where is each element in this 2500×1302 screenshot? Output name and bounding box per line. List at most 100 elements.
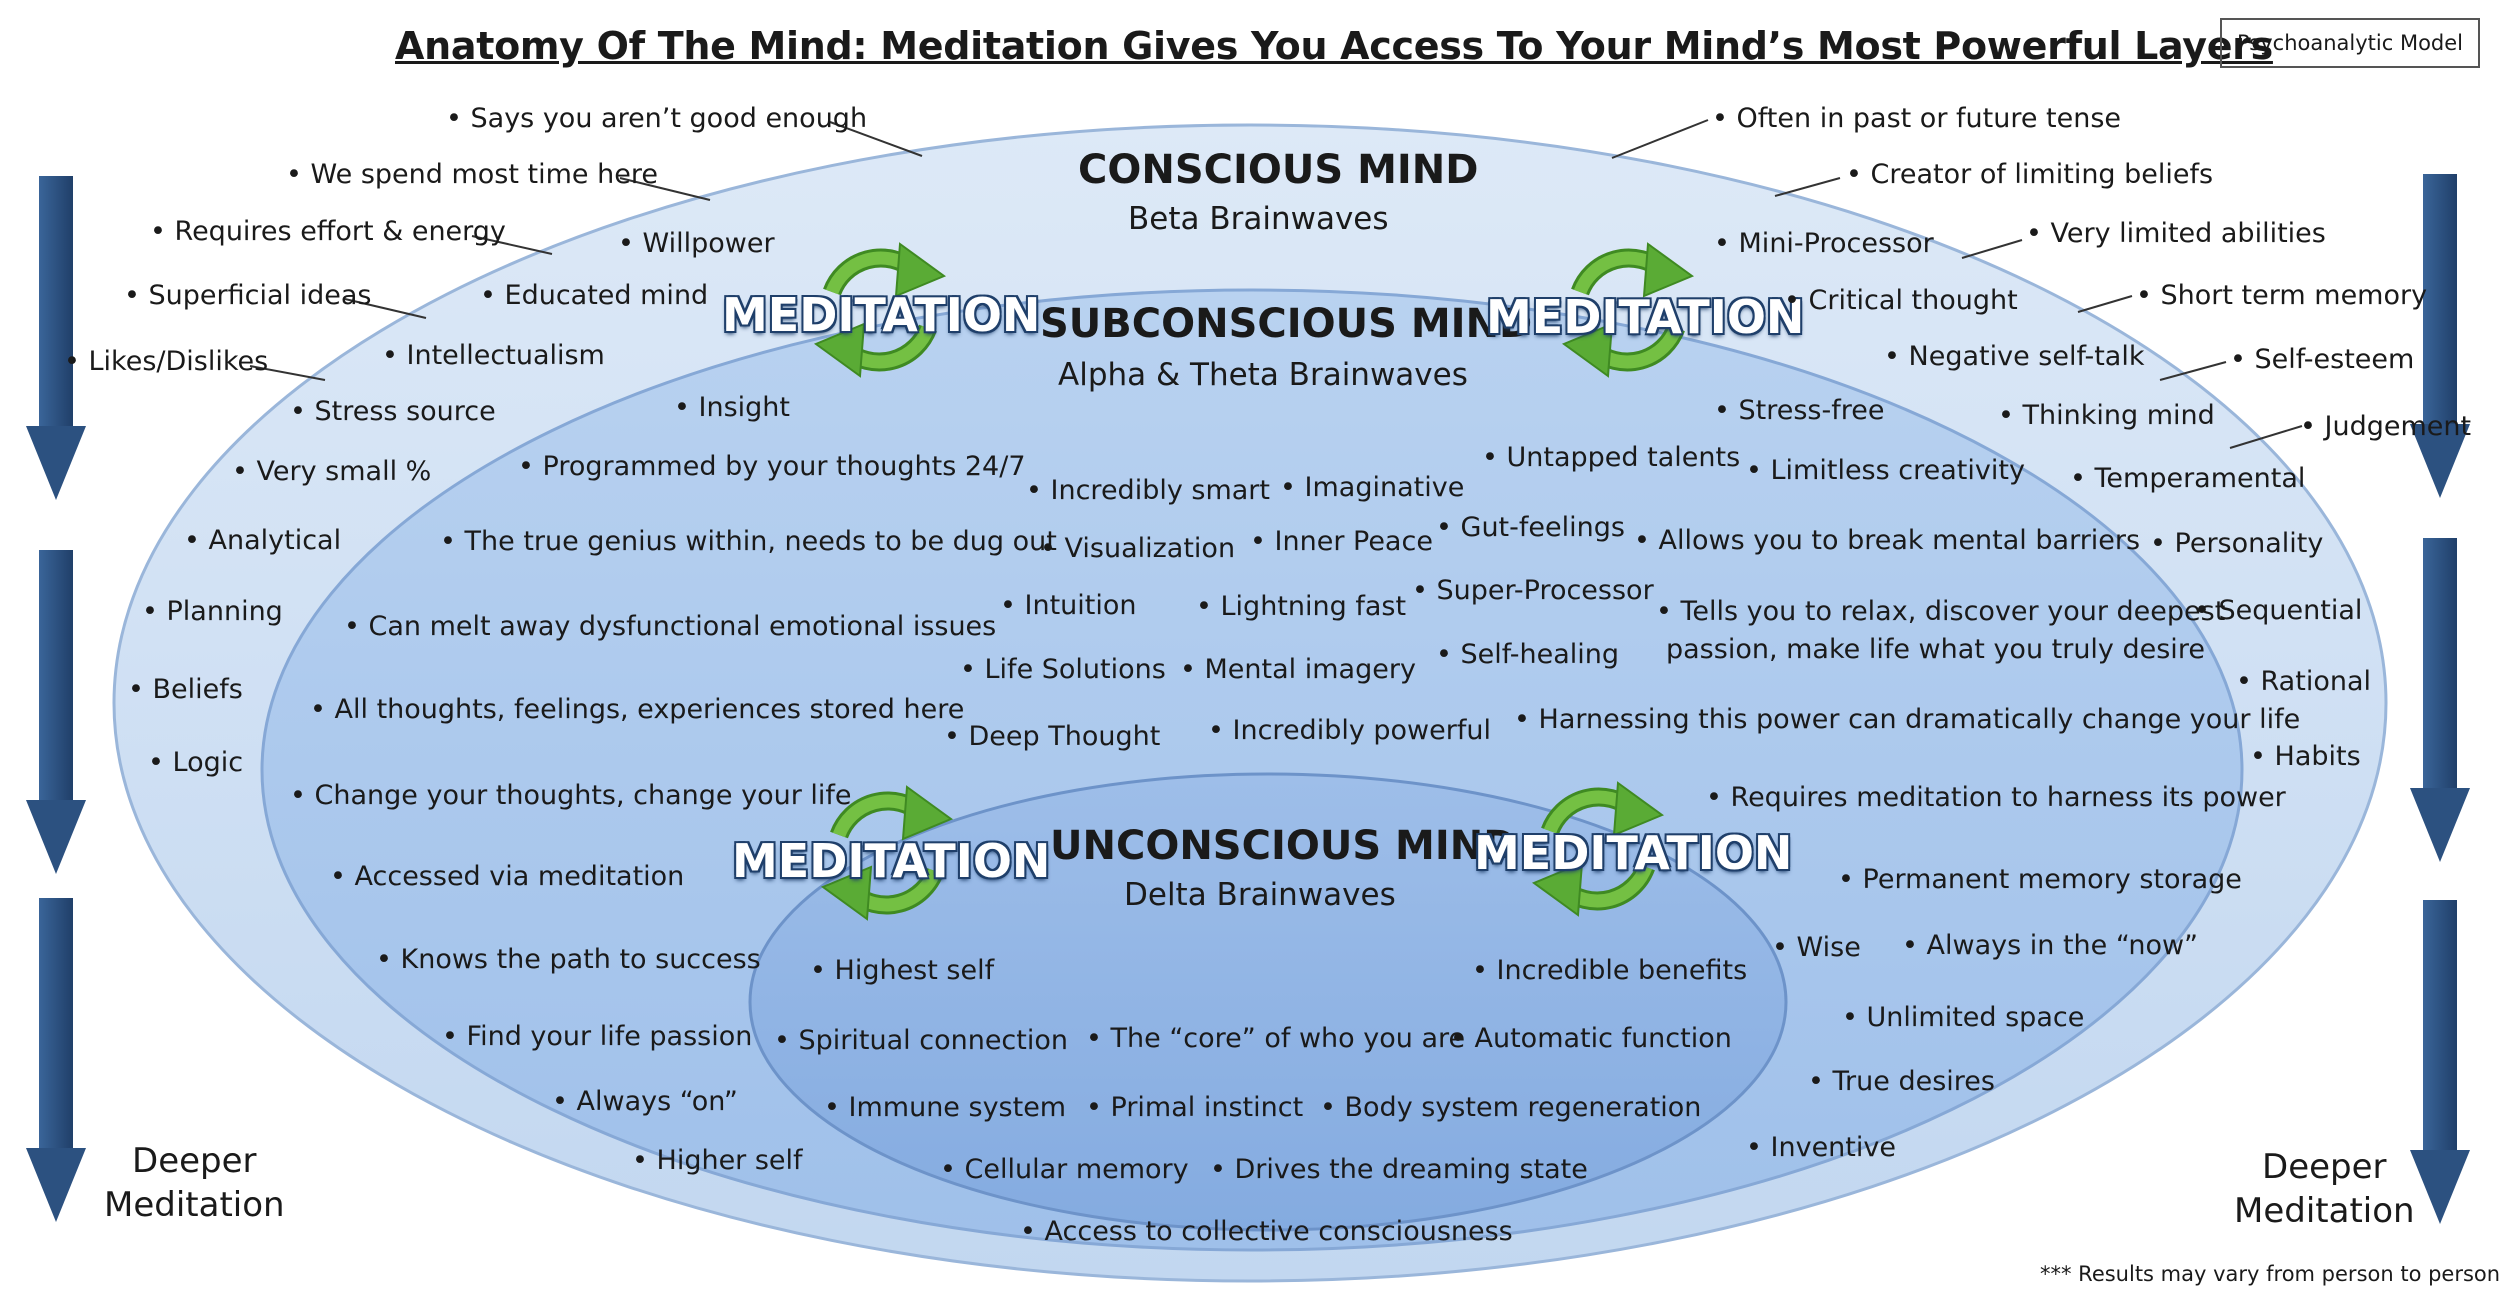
- bullet-item: • Always in the “now”: [1902, 930, 2199, 961]
- leader-line: [2159, 361, 2227, 381]
- meditation-label: MEDITATION: [722, 288, 1041, 342]
- unconscious-subtitle: Delta Brainwaves: [1124, 877, 1396, 913]
- bullet-item: • Superficial ideas: [124, 280, 372, 311]
- bullet-item: • Personality: [2150, 528, 2324, 559]
- bullet-item: • Mini-Processor: [1714, 228, 1934, 259]
- bullet-item: • Allows you to break mental barriers: [1634, 525, 2141, 556]
- unconscious-ellipse: [748, 772, 1788, 1232]
- bullet-item: • Sequential: [2194, 595, 2363, 626]
- leader-line: [619, 177, 711, 201]
- bullet-item: • Often in past or future tense: [1712, 103, 2122, 134]
- bullet-item: • Self-healing: [1436, 639, 1620, 670]
- bullet-item: • Spiritual connection: [774, 1025, 1068, 1056]
- model-label: Psychoanalytic Model: [2220, 18, 2480, 68]
- footnote: *** Results may vary from person to pers…: [2040, 1262, 2500, 1286]
- bullet-item: • The “core” of who you are: [1086, 1023, 1466, 1054]
- bullet-item: • Negative self-talk: [1884, 341, 2145, 372]
- bullet-item: • Beliefs: [128, 674, 243, 705]
- bullet-item: • Tells you to relax, discover your deep…: [1656, 596, 2226, 627]
- bullet-item: • Self-esteem: [2230, 344, 2415, 375]
- page-title: Anatomy Of The Mind: Meditation Gives Yo…: [395, 24, 2273, 68]
- bullet-item: • Find your life passion: [442, 1021, 753, 1052]
- bullet-item: • Inner Peace: [1250, 526, 1433, 557]
- bullet-item: • Rational: [2236, 666, 2371, 697]
- leader-line: [2229, 425, 2303, 449]
- bullet-item: • Super-Processor: [1412, 575, 1654, 606]
- bullet-item: • Intuition: [1000, 590, 1137, 621]
- bullet-item: • Critical thought: [1784, 285, 2018, 316]
- down-arrow: [2410, 174, 2470, 498]
- bullet-item: • Requires effort & energy: [150, 216, 506, 247]
- leader-line: [1961, 239, 2023, 259]
- bullet-item: • Visualization: [1040, 533, 1236, 564]
- bullet-item: • Gut-feelings: [1436, 512, 1625, 543]
- down-arrow: [2410, 900, 2470, 1224]
- bullet-item: • Intellectualism: [382, 340, 605, 371]
- bullet-item: passion, make life what you truly desire: [1666, 634, 2205, 665]
- bullet-item: • Creator of limiting beliefs: [1846, 159, 2214, 190]
- meditation-label: MEDITATION: [1474, 826, 1793, 880]
- bullet-item: • Says you aren’t good enough: [446, 103, 868, 134]
- bullet-item: • We spend most time here: [286, 159, 658, 190]
- bullet-item: • Life Solutions: [960, 654, 1166, 685]
- leader-lines: [249, 119, 2303, 449]
- meditation-line: Meditation: [104, 1184, 285, 1225]
- down-arrows: [26, 174, 2470, 1224]
- leader-line: [2077, 295, 2133, 313]
- bullet-item: • Incredible benefits: [1472, 955, 1748, 986]
- down-arrow: [26, 898, 86, 1222]
- deeper-line: Deeper: [132, 1141, 257, 1181]
- bullet-item: • True desires: [1808, 1066, 1995, 1097]
- bullet-item: • Highest self: [810, 955, 995, 986]
- bullet-item: • Logic: [148, 747, 244, 778]
- bullet-item: • All thoughts, feelings, experiences st…: [310, 694, 965, 725]
- bullet-item: • Incredibly powerful: [1208, 715, 1491, 746]
- leader-line: [249, 365, 326, 381]
- down-arrow: [26, 176, 86, 500]
- bullet-item: • Lightning fast: [1196, 591, 1407, 622]
- meditation-label: MEDITATION: [732, 834, 1051, 888]
- bullet-item: • Programmed by your thoughts 24/7: [518, 451, 1026, 482]
- conscious-subtitle: Beta Brainwaves: [1128, 201, 1389, 237]
- bullet-item: • Untapped talents: [1482, 442, 1741, 473]
- bullet-item: • Insight: [674, 392, 790, 423]
- bullet-item: • Judgement: [2300, 411, 2472, 442]
- bullet-item: • Body system regeneration: [1320, 1092, 1702, 1123]
- bullet-item: • Wise: [1772, 932, 1861, 963]
- bullet-item: • Deep Thought: [944, 721, 1161, 752]
- subconscious-subtitle: Alpha & Theta Brainwaves: [1058, 357, 1468, 393]
- subconscious-heading: SUBCONSCIOUS MIND: [1040, 301, 1533, 347]
- leader-line: [829, 121, 923, 157]
- bullet-item: • Habits: [2250, 741, 2361, 772]
- bullet-item: • Very small %: [232, 456, 432, 487]
- deeper-line: Deeper: [2262, 1147, 2387, 1187]
- bullet-item: • Primal instinct: [1086, 1092, 1304, 1123]
- bullet-item: • Thinking mind: [1998, 400, 2215, 431]
- bullet-item: • Accessed via meditation: [330, 861, 685, 892]
- bullet-item: • Limitless creativity: [1746, 455, 2025, 486]
- bullet-item: • Automatic function: [1450, 1023, 1732, 1054]
- bullet-item: • Unlimited space: [1842, 1002, 2085, 1033]
- bullet-item: • Educated mind: [480, 280, 709, 311]
- bullet-item: • Incredibly smart: [1026, 475, 1270, 506]
- down-arrow: [2410, 538, 2470, 862]
- bullet-item: • Likes/Dislikes: [64, 346, 269, 377]
- deeper-meditation-label: Deeper Meditation: [104, 1140, 285, 1227]
- bullet-item: • Stress-free: [1714, 395, 1885, 426]
- down-arrow: [26, 550, 86, 874]
- bullet-item: • Harnessing this power can dramatically…: [1514, 704, 2301, 735]
- bullet-item: • Short term memory: [2136, 280, 2428, 311]
- bullet-item: • Mental imagery: [1180, 654, 1416, 685]
- bullet-item: • Inventive: [1746, 1132, 1896, 1163]
- bullet-item: • Stress source: [290, 396, 496, 427]
- meditation-label: MEDITATION: [1486, 290, 1805, 344]
- bullet-item: • Access to collective consciousness: [1020, 1216, 1513, 1247]
- conscious-heading: CONSCIOUS MIND: [1078, 147, 1479, 193]
- bullet-item: • Willpower: [618, 228, 775, 259]
- bullet-item: • Can melt away dysfunctional emotional …: [344, 611, 997, 642]
- bullet-item: • The true genius within, needs to be du…: [440, 526, 1057, 557]
- leader-line: [1611, 119, 1709, 159]
- bullet-item: • Change your thoughts, change your life: [290, 780, 852, 811]
